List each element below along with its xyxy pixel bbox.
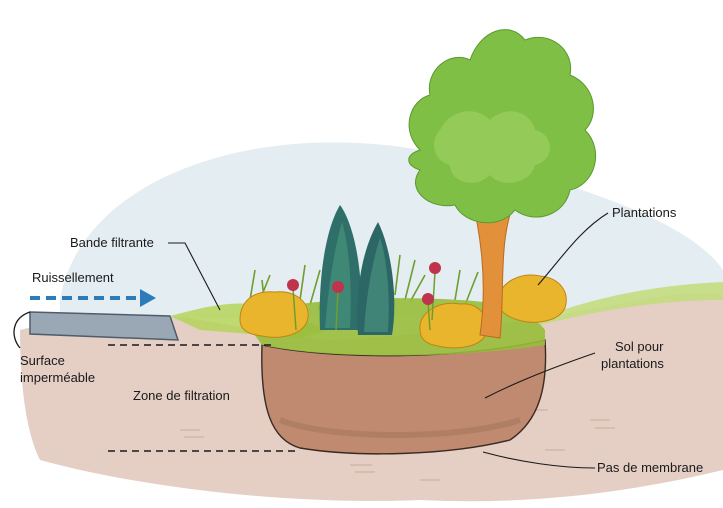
label-zone-filtration: Zone de filtration: [133, 388, 230, 403]
label-surface-line1: Surface: [20, 353, 65, 368]
label-surface-line2: imperméable: [20, 370, 95, 385]
label-plantations: Plantations: [612, 205, 677, 220]
label-pas-de-membrane: Pas de membrane: [597, 460, 703, 475]
label-ruissellement: Ruissellement: [32, 270, 114, 285]
label-bande-filtrante: Bande filtrante: [70, 235, 154, 250]
label-sol-line1: Sol pour: [615, 339, 664, 354]
label-sol-line2: plantations: [601, 356, 664, 371]
